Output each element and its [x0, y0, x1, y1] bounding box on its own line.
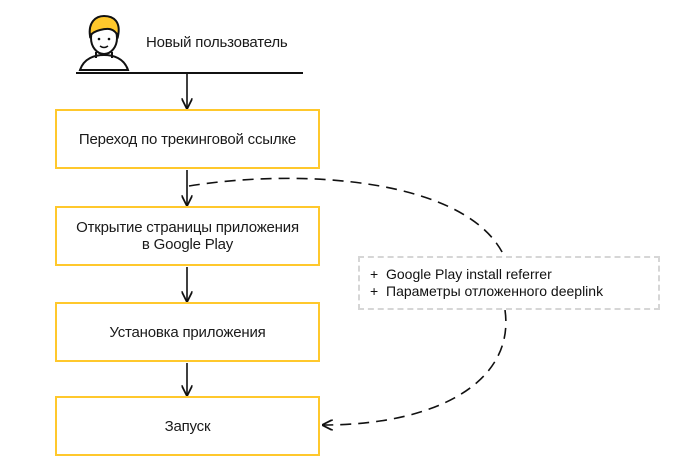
- user-label: Новый пользователь: [146, 34, 288, 51]
- plus-icon: +: [370, 266, 379, 282]
- referrer-note: + Google Play install referrer + Парамет…: [358, 256, 660, 310]
- note-item-text: Параметры отложенного deeplink: [386, 283, 604, 299]
- plus-icon: +: [370, 283, 379, 299]
- step-label: Открытие страницы приложения в Google Pl…: [76, 219, 299, 253]
- step-launch: Запуск: [55, 396, 320, 456]
- note-item-text: Google Play install referrer: [386, 266, 552, 282]
- note-item: + Параметры отложенного deeplink: [370, 283, 658, 300]
- step-tracking-link: Переход по трекинговой ссылке: [55, 109, 320, 169]
- user-avatar-icon: [78, 14, 130, 71]
- step-install-app: Установка приложения: [55, 302, 320, 362]
- step-open-store-page: Открытие страницы приложения в Google Pl…: [55, 206, 320, 266]
- note-item: + Google Play install referrer: [370, 266, 658, 283]
- deferred-deeplink-curve: [188, 177, 507, 425]
- step-label: Установка приложения: [109, 323, 266, 341]
- step-label: Запуск: [164, 417, 211, 435]
- step-label: Переход по трекинговой ссылке: [78, 130, 297, 148]
